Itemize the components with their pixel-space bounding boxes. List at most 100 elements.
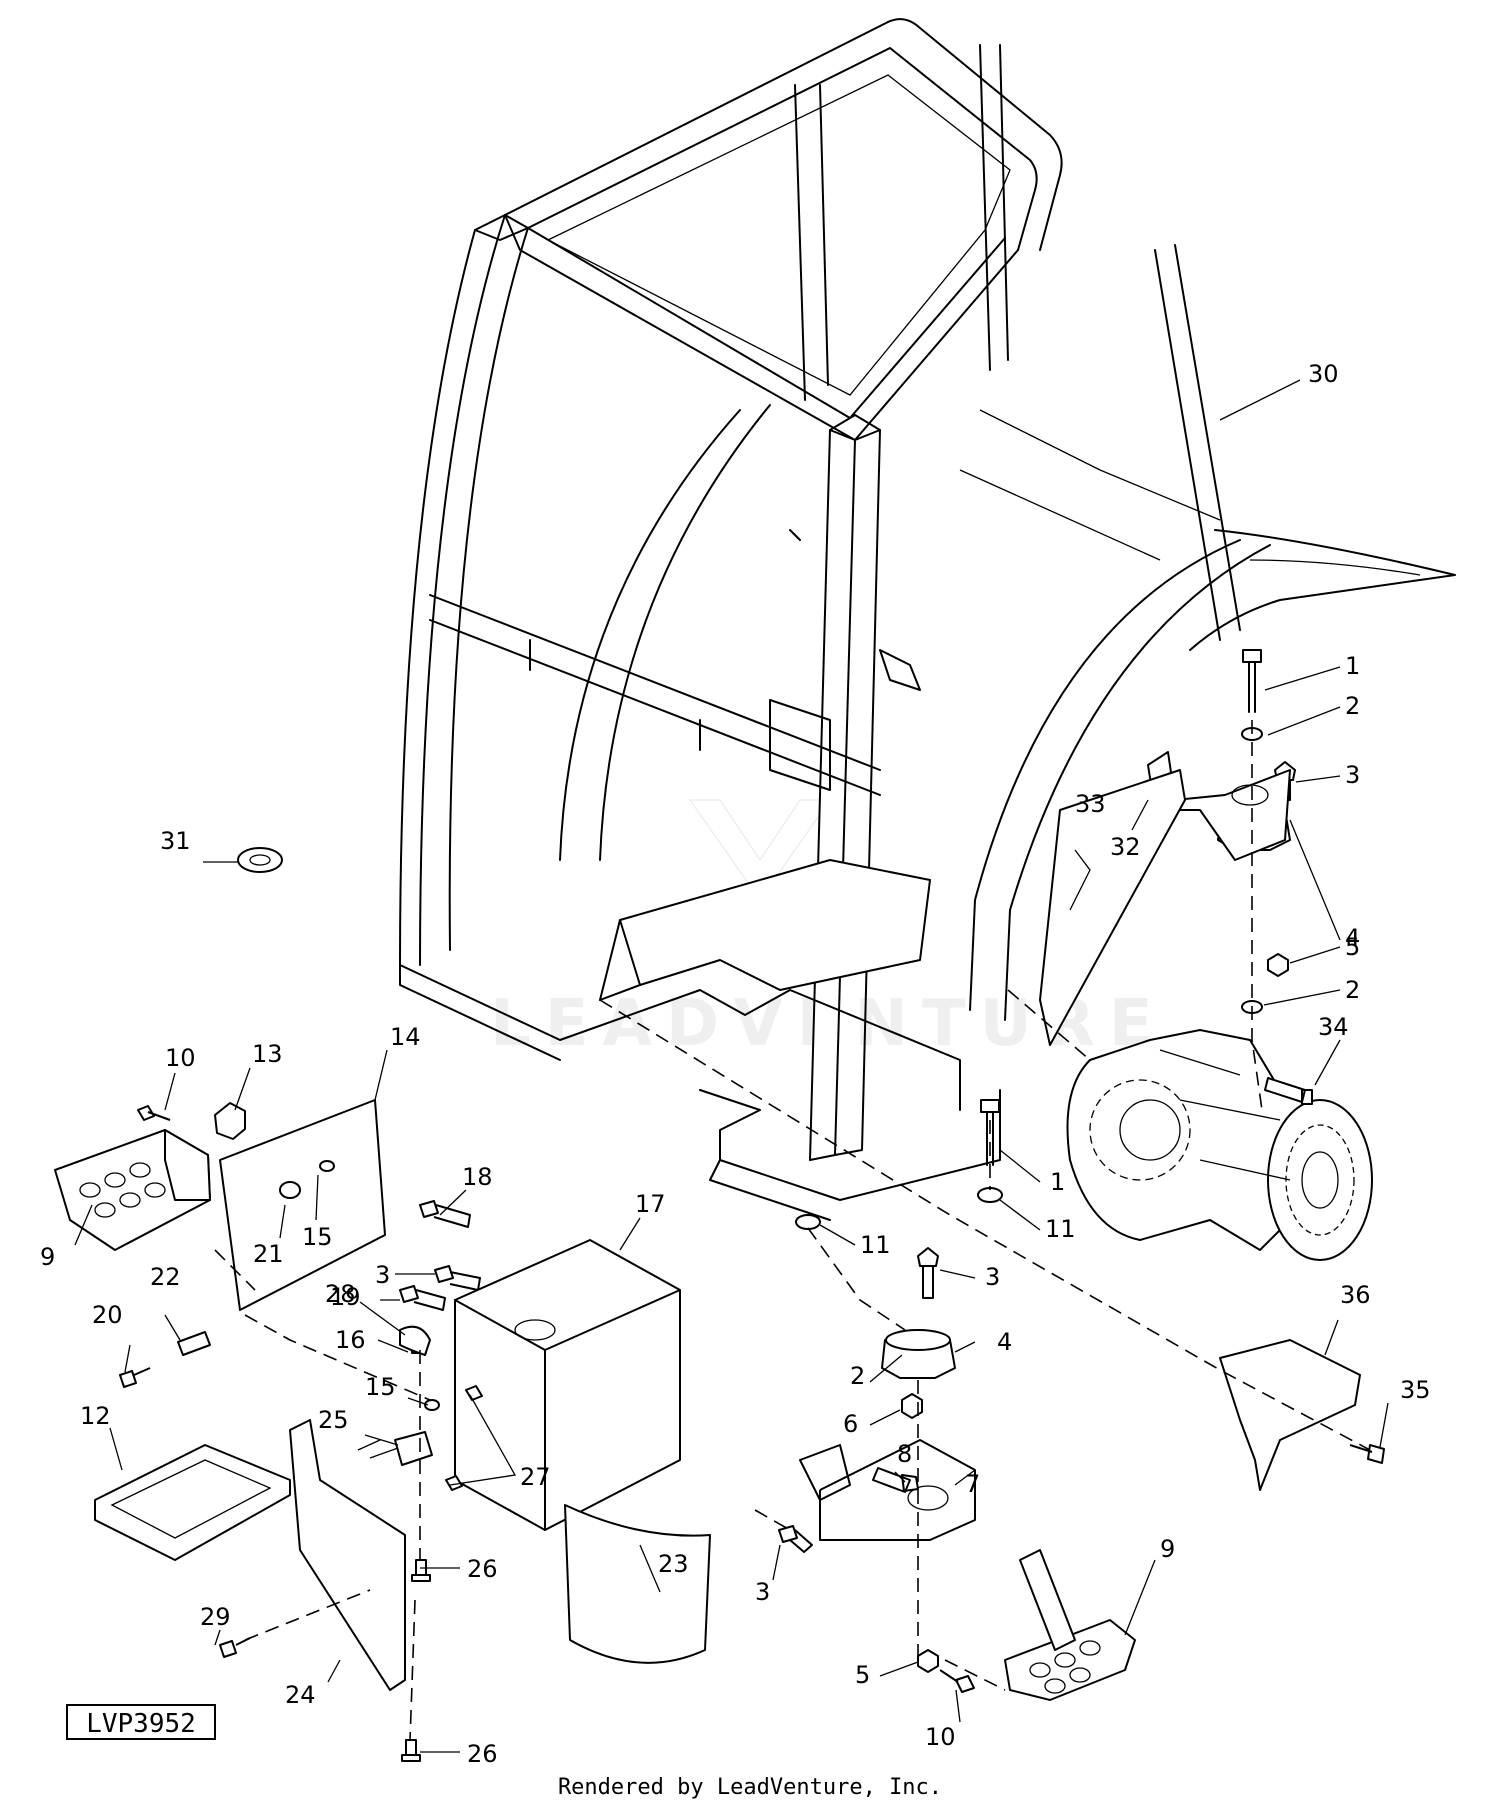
callout-6: 6 <box>843 1410 858 1438</box>
bolt-35 <box>1349 1444 1385 1464</box>
callout-29: 29 <box>200 1603 231 1631</box>
render-credit: Rendered by LeadVenture, Inc. <box>557 1775 943 1800</box>
bolt-3-lower <box>778 1525 813 1553</box>
callout-27: 27 <box>520 1463 551 1491</box>
callout-8: 8 <box>897 1440 912 1468</box>
washer-11-right <box>977 1187 1003 1203</box>
callout-labels: 1 1 2 2 2 3 3 3 3 4 4 5 5 6 7 8 9 9 10 1… <box>40 360 1431 1768</box>
callout-2-upper: 2 <box>1345 692 1360 720</box>
nut-5-lower <box>917 1649 939 1673</box>
screw-26-lower <box>401 1739 421 1762</box>
bolt-19 <box>399 1285 446 1311</box>
callout-2-mid: 2 <box>1345 976 1360 1004</box>
bolt-3-center <box>917 1247 939 1299</box>
grommet-31 <box>237 847 283 873</box>
callout-3-lower: 3 <box>755 1578 770 1606</box>
callout-1-lower: 1 <box>1050 1168 1065 1196</box>
callout-23: 23 <box>658 1550 689 1578</box>
callout-17: 17 <box>635 1190 666 1218</box>
callout-33: 33 <box>1075 790 1106 818</box>
knob-13 <box>214 1102 246 1140</box>
step-9-left <box>54 1129 211 1251</box>
assembly-dashed-lines <box>214 720 1371 1741</box>
callout-5-upper: 5 <box>1345 933 1360 961</box>
screw-20 <box>119 1367 151 1388</box>
rops-cab-frame <box>399 18 1456 1221</box>
bolt-34 <box>1264 1077 1313 1105</box>
bracket-7-hole <box>907 1485 949 1511</box>
callout-3-center: 3 <box>985 1263 1000 1291</box>
callout-34: 34 <box>1318 1013 1349 1041</box>
callout-2-lower: 2 <box>850 1362 865 1390</box>
callout-11-right: 11 <box>1045 1215 1076 1243</box>
nut-6 <box>901 1393 923 1419</box>
callout-7: 7 <box>965 1470 980 1498</box>
callout-12: 12 <box>80 1402 111 1430</box>
callout-21: 21 <box>253 1240 284 1268</box>
callout-9-left: 9 <box>40 1243 55 1271</box>
callout-4-upper: 4 <box>1345 924 1360 952</box>
callout-3-upper: 3 <box>1345 761 1360 789</box>
grommet-21 <box>279 1181 301 1199</box>
callout-15-upper: 15 <box>302 1223 333 1251</box>
transmission-housing <box>1066 1029 1373 1261</box>
callout-25: 25 <box>318 1406 349 1434</box>
clamp-28 <box>399 1325 431 1356</box>
callout-36: 36 <box>1340 1281 1371 1309</box>
bolt-18 <box>419 1200 471 1228</box>
callout-26-upper: 26 <box>467 1555 498 1583</box>
leader-lines <box>74 379 1389 1753</box>
callout-20: 20 <box>92 1301 123 1329</box>
callout-9-right: 9 <box>1160 1535 1175 1563</box>
nut-5-upper <box>1267 953 1289 977</box>
callout-31: 31 <box>160 827 191 855</box>
bolt-1-upper <box>1242 649 1262 713</box>
clip-27-lower <box>445 1475 463 1491</box>
callout-1-upper: 1 <box>1345 652 1360 680</box>
callout-5-lower: 5 <box>855 1661 870 1689</box>
bolt-1-lower <box>980 1099 1000 1166</box>
guard-23 <box>564 1504 711 1664</box>
callout-19: 19 <box>330 1283 361 1311</box>
bracket-7 <box>799 1439 976 1541</box>
callout-24: 24 <box>285 1681 316 1709</box>
callout-15-lower: 15 <box>365 1373 396 1401</box>
mount-4-lower-top <box>885 1329 951 1351</box>
battery-box-17-opening <box>514 1319 556 1341</box>
screw-10-right <box>939 1669 975 1693</box>
callout-10-left: 10 <box>165 1044 196 1072</box>
screw-29 <box>219 1637 251 1658</box>
clip-27-upper <box>465 1385 483 1401</box>
callout-13: 13 <box>252 1040 283 1068</box>
callout-14: 14 <box>390 1023 421 1051</box>
callout-16: 16 <box>335 1326 366 1354</box>
grommet-15-lower <box>424 1399 440 1411</box>
plate-33 <box>1039 769 1186 1046</box>
callout-4-lower: 4 <box>997 1328 1012 1356</box>
callout-26-lower: 26 <box>467 1740 498 1768</box>
shield-24 <box>289 1419 406 1691</box>
tray-12 <box>94 1444 291 1561</box>
callout-3-left: 3 <box>375 1261 390 1289</box>
grommet-15-upper <box>319 1160 335 1172</box>
callout-35: 35 <box>1400 1376 1431 1404</box>
washer-11-left <box>795 1214 821 1230</box>
callout-28: 28 <box>325 1280 356 1308</box>
callout-11-left: 11 <box>860 1231 891 1259</box>
screw-10-left <box>137 1105 171 1121</box>
bracket-25 <box>394 1431 433 1466</box>
bracket-36 <box>1219 1339 1361 1491</box>
spacer-22 <box>177 1331 211 1356</box>
battery-box-17 <box>454 1239 681 1531</box>
diagram-code-label: LVP3952 <box>66 1704 216 1740</box>
callout-10-right: 10 <box>925 1723 956 1751</box>
bolt-3-left <box>434 1265 481 1291</box>
callout-30: 30 <box>1308 360 1339 388</box>
callout-22: 22 <box>150 1263 181 1291</box>
callout-32: 32 <box>1110 833 1141 861</box>
panel-14 <box>219 1099 386 1311</box>
callout-18: 18 <box>462 1163 493 1191</box>
screw-26-upper <box>411 1559 431 1582</box>
step-9-right <box>1004 1549 1136 1701</box>
